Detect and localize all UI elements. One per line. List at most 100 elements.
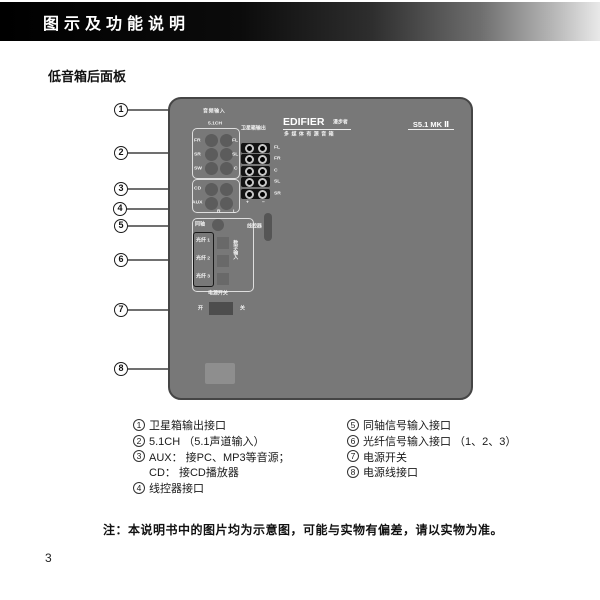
aux-label: AUX — [192, 199, 203, 205]
optical-label-box — [193, 232, 214, 287]
legend-item-3: 3 AUX： 接PC、MP3等音源； — [133, 449, 290, 465]
page-title: 图示及功能说明 — [43, 15, 191, 33]
legend-text-4: 线控器接口 — [149, 483, 204, 496]
optical2-label: 光纤 2 — [196, 255, 211, 261]
jack-label-c: C — [234, 165, 238, 171]
terminal-hole — [257, 166, 267, 176]
callout-2: 2 — [114, 146, 128, 160]
rca-jack-aux-l — [220, 197, 233, 210]
legend-item-5: 5 同轴信号输入接口 — [347, 417, 516, 433]
legend-item-1: 1 卫星箱输出接口 — [133, 417, 290, 433]
column-label-r: R — [217, 208, 221, 214]
legend-text-7: 电源开关 — [363, 451, 407, 464]
jack-label-fr: FR — [194, 137, 201, 143]
terminal-plus-label: + — [246, 199, 249, 205]
legend-item-2: 2 5.1CH （5.1声道输入） — [133, 433, 290, 449]
audio-input-label: 音频输入 — [203, 108, 226, 114]
rca-jack-fr — [205, 134, 218, 147]
callout-8: 8 — [114, 362, 128, 376]
legend-text-3: AUX： 接PC、MP3等音源； — [149, 451, 290, 464]
cd-aux-jack-group — [192, 179, 240, 213]
brand-logo-cn: 漫步者 — [333, 119, 348, 125]
legend-item-4: 4 线控器接口 — [133, 480, 290, 496]
legend-marker-7: 7 — [347, 450, 359, 463]
legend-item-8: 8 电源线接口 — [347, 464, 516, 480]
column-label-l: L — [233, 208, 237, 214]
callout-1: 1 — [114, 103, 128, 117]
subwoofer-rear-panel: EDIFIER 漫步者 多媒体有源音箱 S5.1 MK Ⅱ 音频输入 5.1CH… — [168, 97, 473, 400]
legend-marker-3: 3 — [133, 450, 145, 463]
callout-4: 4 — [113, 202, 127, 216]
terminal-minus-label: − — [262, 199, 265, 205]
legend-text-2: 5.1CH （5.1声道输入） — [149, 435, 265, 448]
rca-jack-fl — [220, 134, 233, 147]
satellite-terminal-row-sr — [241, 189, 270, 199]
callout-7: 7 — [114, 303, 128, 317]
rca-jack-cd-r — [205, 183, 218, 196]
section-title: 低音箱后面板 — [48, 69, 127, 84]
legend-item-7: 7 电源开关 — [347, 449, 516, 465]
page-number: 3 — [45, 551, 52, 565]
legend-marker-5: 5 — [347, 418, 359, 431]
satellite-terminal-row-sl — [241, 177, 270, 187]
terminal-label-sl: SL — [274, 178, 281, 184]
legend-marker-2: 2 — [133, 434, 145, 447]
legend-text-3b: CD： 接CD播放器 — [149, 467, 239, 480]
legend-text-5: 同轴信号输入接口 — [363, 419, 451, 432]
terminal-hole — [257, 177, 267, 187]
power-switch-label: 电源开关 — [208, 290, 228, 296]
legend-text-6: 光纤信号输入接口 （1、2、3） — [363, 435, 517, 448]
rca-jack-sr — [205, 148, 218, 161]
optical1-label: 光纤 1 — [196, 237, 211, 243]
optical1-jack — [217, 237, 229, 249]
header-bar: 图示及功能说明 — [0, 2, 600, 41]
legend-marker-8: 8 — [347, 466, 359, 479]
terminal-hole — [244, 143, 254, 153]
terminal-hole — [244, 154, 254, 164]
rca-jack-aux-r — [205, 197, 218, 210]
jack-label-sl: SL — [232, 151, 239, 157]
terminal-hole — [244, 177, 254, 187]
legend-right-column: 5 同轴信号输入接口 6 光纤信号输入接口 （1、2、3） 7 电源开关 8 电… — [347, 417, 516, 480]
terminal-hole — [244, 189, 254, 199]
callout-6: 6 — [114, 253, 128, 267]
power-switch — [209, 302, 233, 315]
brand-subtitle: 多媒体有源音箱 — [284, 131, 337, 137]
brand-logo: EDIFIER — [283, 116, 325, 128]
terminal-hole — [257, 143, 267, 153]
terminal-label-c: C — [274, 167, 278, 173]
optical2-jack — [217, 255, 229, 267]
model-underline — [408, 129, 454, 130]
legend-marker-1: 1 — [133, 418, 145, 431]
legend-item-6: 6 光纤信号输入接口 （1、2、3） — [347, 433, 516, 449]
remote-label: 线控器 — [247, 223, 262, 229]
terminal-label-fl: FL — [274, 144, 281, 150]
satellite-terminal-row-fr — [241, 154, 270, 164]
terminal-label-fr: FR — [274, 155, 281, 161]
remote-connector-slot — [264, 213, 272, 241]
coaxial-label: 同轴 — [195, 221, 205, 227]
rca-jack-sw — [205, 162, 218, 175]
power-off-label: 关 — [240, 305, 245, 311]
ch51-jack-group — [192, 128, 240, 179]
jack-label-sw: SW — [194, 165, 202, 171]
legend-text-8: 电源线接口 — [363, 467, 418, 480]
ch51-label: 5.1CH — [208, 120, 223, 126]
optical3-jack — [217, 273, 229, 285]
terminal-hole — [257, 189, 267, 199]
model-name: S5.1 MK Ⅱ — [412, 120, 450, 129]
satellite-output-label: 卫星箱输出 — [241, 125, 266, 131]
digital-input-label: 数字输入 — [233, 240, 239, 260]
optical3-label: 光纤 3 — [196, 273, 211, 279]
callout-3: 3 — [114, 182, 128, 196]
legend-marker-4: 4 — [133, 482, 145, 495]
power-on-label: 开 — [198, 305, 203, 311]
terminal-hole — [257, 154, 267, 164]
terminal-label-sr: SR — [274, 190, 281, 196]
legend-item-3b: CD： 接CD播放器 — [133, 464, 290, 480]
power-cord-inlet — [205, 363, 235, 384]
note-text: 注：本说明书中的图片均为示意图，可能与实物有偏差，请以实物为准。 — [103, 523, 504, 537]
callout-5: 5 — [114, 219, 128, 233]
rca-jack-c — [220, 162, 233, 175]
